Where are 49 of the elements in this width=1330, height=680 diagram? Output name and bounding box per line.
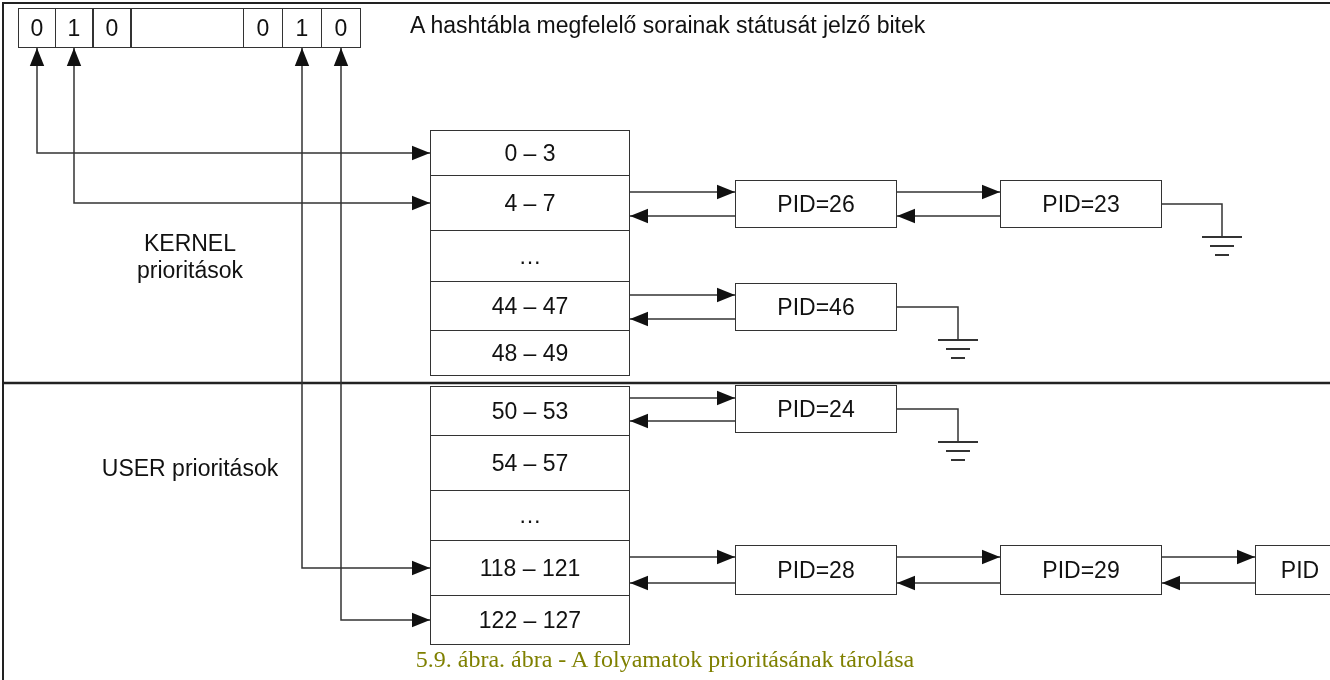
table-row: 118 – 121 [430, 540, 630, 596]
table-row: … [430, 490, 630, 541]
table-row: 54 – 57 [430, 435, 630, 491]
process-box: PID=46 [735, 283, 897, 331]
table-row: … [430, 230, 630, 282]
process-box: PID=23 [1000, 180, 1162, 228]
process-box: PID=29 [1000, 545, 1162, 595]
process-box: PID=24 [735, 385, 897, 433]
bit-cell: 0 [243, 8, 283, 48]
connector-line [896, 306, 959, 340]
heading-text: A hashtábla megfelelő sorainak státusát jelző bitek [410, 12, 926, 39]
arrow [1161, 575, 1256, 591]
arrow [629, 413, 736, 429]
bit-cell: 1 [55, 8, 93, 48]
group-label: USER prioritások [100, 455, 280, 482]
arrow [629, 311, 736, 327]
bit-cell: 0 [18, 8, 56, 48]
arrow [629, 208, 736, 224]
group-label: KERNEL prioritások [135, 230, 245, 284]
caption: 5.9. ábra. ábra - A folyamatok prioritásának tárolása [414, 646, 916, 673]
bit-cell: 0 [93, 8, 131, 48]
arrow [629, 287, 736, 303]
arrow [333, 47, 431, 628]
arrow [66, 47, 431, 211]
table-row: 44 – 47 [430, 281, 630, 331]
bit-cell: 0 [321, 8, 361, 48]
table-row: 4 – 7 [430, 175, 630, 231]
table-row: 48 – 49 [430, 330, 630, 376]
connector-line [1161, 203, 1223, 237]
arrow [629, 390, 736, 406]
process-box: PID [1255, 545, 1330, 595]
arrow [896, 575, 1001, 591]
arrow [629, 575, 736, 591]
table-row: 122 – 127 [430, 595, 630, 645]
arrow [896, 549, 1001, 565]
process-box: PID=26 [735, 180, 897, 228]
arrow [896, 184, 1001, 200]
arrow [1161, 549, 1256, 565]
connector-line [896, 408, 959, 442]
arrow [629, 184, 736, 200]
table-row: 0 – 3 [430, 130, 630, 176]
process-box: PID=28 [735, 545, 897, 595]
arrow [896, 208, 1001, 224]
arrow [294, 47, 431, 576]
table-row: 50 – 53 [430, 386, 630, 436]
bit-cell [131, 8, 244, 48]
arrow [629, 549, 736, 565]
bit-cell: 1 [282, 8, 322, 48]
arrow [29, 47, 431, 161]
